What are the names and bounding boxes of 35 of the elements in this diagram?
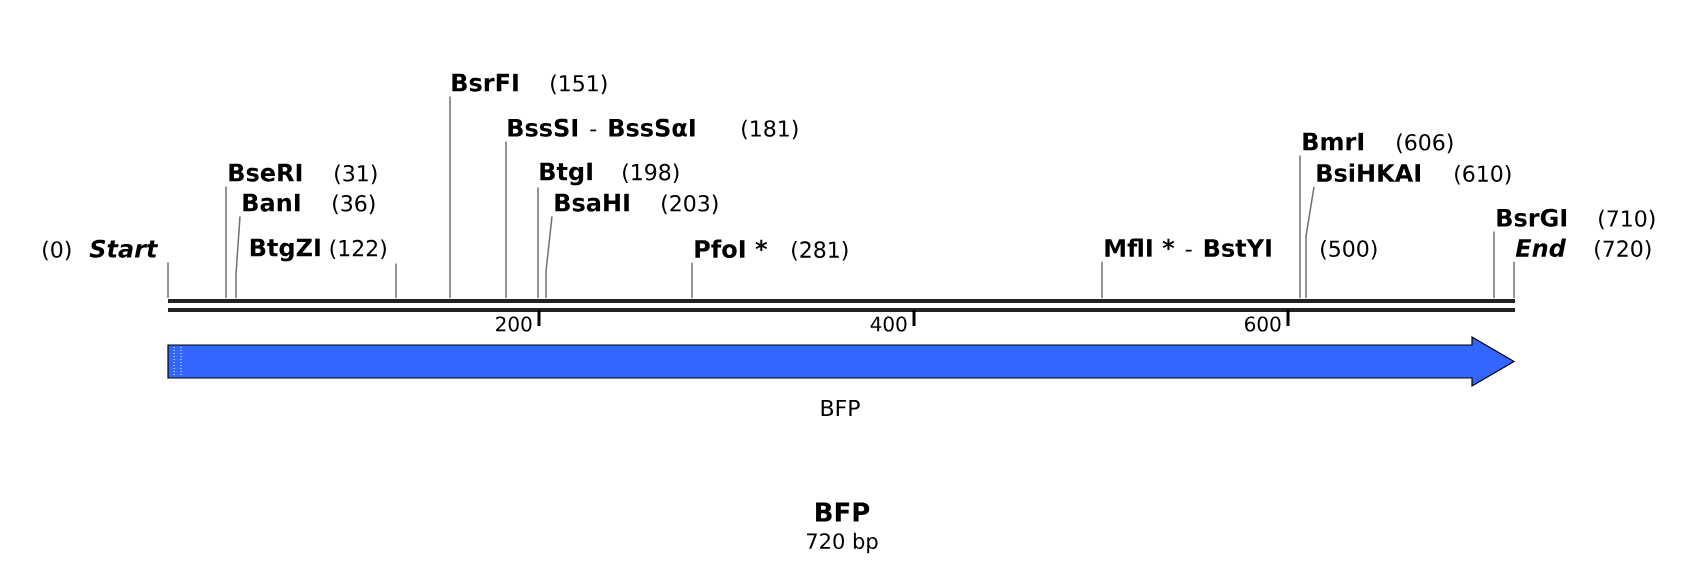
tick-label: 400 bbox=[870, 316, 907, 332]
leader-line bbox=[1101, 261, 1103, 299]
leader-line bbox=[505, 140, 507, 299]
leader-line bbox=[235, 215, 241, 299]
site-label: BtgZI (122) bbox=[250, 238, 386, 262]
site-label: BmrI (606) bbox=[1303, 132, 1453, 154]
site-label: End (720) bbox=[1515, 238, 1651, 260]
site-label: BsiHKAI (610) bbox=[1317, 163, 1511, 185]
tick-label: 600 bbox=[1245, 316, 1281, 332]
site-label: BseRI (31) bbox=[229, 163, 377, 185]
leader-line bbox=[1513, 261, 1515, 299]
tick-label: 200 bbox=[496, 316, 532, 332]
leader-line bbox=[1299, 154, 1301, 299]
caption: 720 bp bbox=[807, 532, 878, 554]
site-label: BssSI - BssSαI (181) bbox=[508, 118, 798, 140]
leader-line bbox=[691, 262, 693, 299]
site-label: BsrGI (710) bbox=[1497, 208, 1655, 230]
title: BFP bbox=[816, 502, 870, 522]
leader-line bbox=[395, 262, 397, 299]
leader-line bbox=[449, 95, 451, 299]
leader-line bbox=[167, 261, 169, 299]
site-label: (0) Start bbox=[43, 239, 159, 261]
sequence-backbone bbox=[168, 299, 1515, 312]
leader-line bbox=[1493, 230, 1495, 299]
site-label: BtgI (198) bbox=[540, 162, 679, 186]
feature-label: BFP bbox=[821, 400, 860, 416]
site-label: BsrFI (151) bbox=[452, 73, 607, 95]
site-label: PfoI * (281) bbox=[695, 239, 848, 261]
site-label: BanI (36) bbox=[243, 193, 375, 215]
leader-line bbox=[537, 186, 539, 299]
leader-line bbox=[225, 185, 227, 299]
site-label: MflI * - BstYI (500) bbox=[1105, 238, 1377, 260]
leader-line bbox=[545, 215, 553, 299]
leader-line bbox=[1305, 186, 1315, 299]
site-label: BsaHI (203) bbox=[555, 193, 718, 215]
